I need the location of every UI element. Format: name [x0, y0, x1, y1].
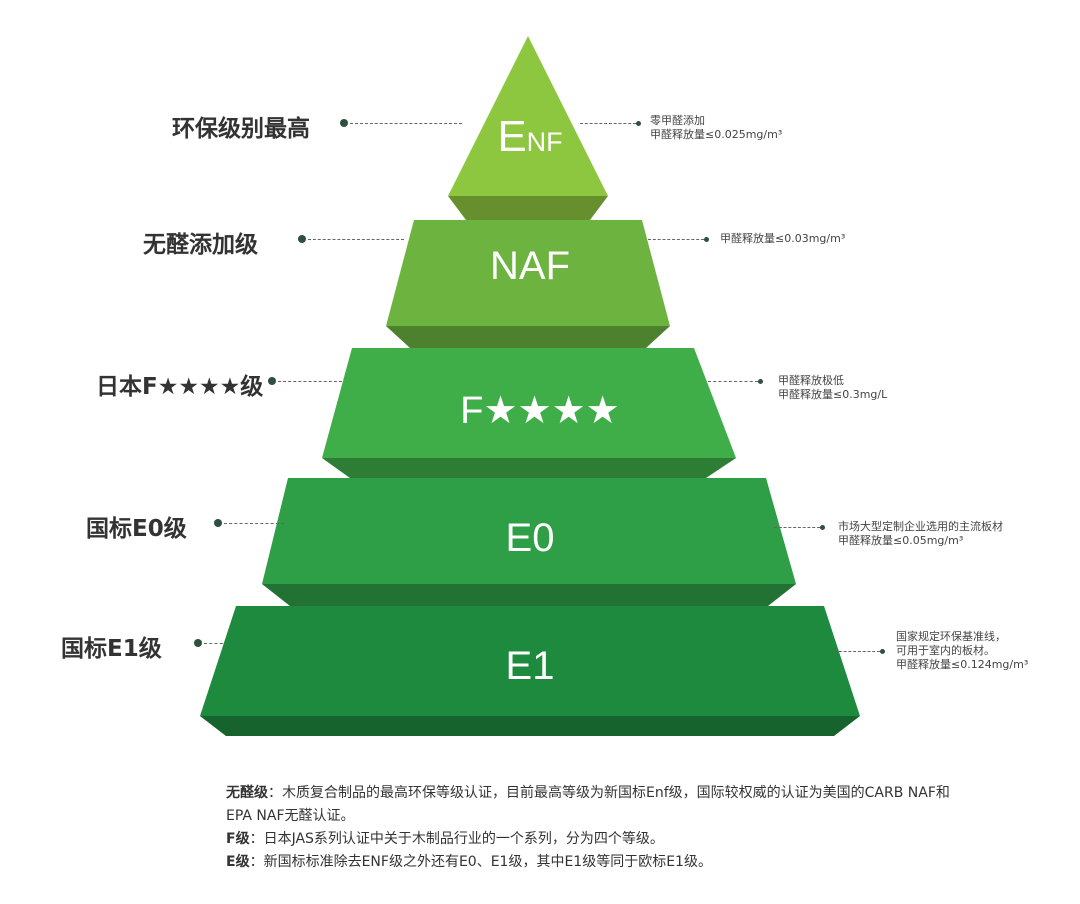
note-line: 甲醛释放量≤0.025mg/m³ [650, 128, 783, 141]
note-paragraph: 无醛级：木质复合制品的最高环保等级认证，目前最高等级为新国标Enf级，国际较权威… [226, 782, 966, 828]
left-label-e1: 国标E1级 [61, 636, 162, 662]
right-note-f4star: 甲醛释放极低 甲醛释放量≤0.3mg/L [778, 374, 887, 402]
connector-dot [704, 237, 709, 242]
connector-line [834, 651, 880, 652]
note-text: ：日本JAS系列认证中关于木制品行业的一个系列，分为四个等级。 [249, 831, 664, 847]
left-label-naf: 无醛添加级 [143, 232, 258, 258]
right-note-e0: 市场大型定制企业选用的主流板材 甲醛释放量≤0.05mg/m³ [838, 520, 1003, 548]
tier-label-f4star: F★★★★ [460, 390, 620, 432]
connector-line [224, 523, 284, 524]
connector-dot [214, 519, 222, 527]
tier-label-main: E [497, 112, 527, 161]
note-line: 市场大型定制企业选用的主流板材 [838, 520, 1003, 533]
connector-dot [636, 121, 641, 126]
connector-line [580, 123, 636, 124]
note-line: 甲醛释放量≤0.03mg/m³ [720, 232, 846, 245]
right-note-e1: 国家规定环保基准线， 可用于室内的板材。 甲醛释放量≤0.124mg/m³ [896, 630, 1028, 672]
tier-shadow-e0 [262, 584, 796, 606]
note-line: 可用于室内的板材。 [896, 644, 995, 657]
connector-line [308, 239, 404, 240]
connector-dot [194, 639, 202, 647]
connector-line [648, 239, 704, 240]
tier-label-e1: E1 [505, 644, 555, 688]
connector-line [350, 123, 462, 124]
note-term: E级 [226, 854, 250, 870]
note-paragraph: F级：日本JAS系列认证中关于木制品行业的一个系列，分为四个等级。 [226, 828, 966, 851]
note-line: 国家规定环保基准线， [896, 630, 1006, 643]
tier-shadow-e1 [200, 716, 860, 736]
right-note-naf: 甲醛释放量≤0.03mg/m³ [720, 232, 845, 246]
explanatory-notes: 无醛级：木质复合制品的最高环保等级认证，目前最高等级为新国标Enf级，国际较权威… [226, 782, 966, 874]
note-line: 甲醛释放量≤0.3mg/L [778, 388, 888, 401]
note-term: F级 [226, 831, 250, 847]
left-label-enf: 环保级别最高 [172, 116, 310, 142]
connector-dot [820, 525, 825, 530]
connector-dot [880, 649, 885, 654]
note-line: 甲醛释放量≤0.05mg/m³ [838, 534, 964, 547]
connector-dot [340, 119, 348, 127]
note-line: 零甲醛添加 [650, 114, 705, 127]
tier-label-naf: NAF [490, 244, 570, 288]
note-text: ：新国标标准除去ENF级之外还有E0、E1级，其中E1级等同于欧标E1级。 [249, 854, 712, 870]
tier-face-f4star [322, 348, 736, 458]
connector-dot [268, 377, 276, 385]
note-line: 甲醛释放量≤0.124mg/m³ [896, 658, 1029, 671]
tier-shadow-enf [448, 196, 608, 220]
tier-label-e0: E0 [505, 516, 555, 560]
connector-line [204, 643, 228, 644]
connector-dot [758, 379, 763, 384]
tier-face-enf [448, 36, 608, 196]
note-text: ：木质复合制品的最高环保等级认证，目前最高等级为新国标Enf级，国际较权威的认证… [226, 785, 950, 824]
tier-shadow-f4star [322, 458, 736, 478]
tier-label-sub: NF [526, 127, 563, 157]
left-label-f4star: 日本F★★★★级 [96, 374, 264, 400]
connector-dot [298, 235, 306, 243]
connector-line [774, 527, 820, 528]
tier-shadow-naf [386, 326, 670, 348]
tier-face-e1 [200, 606, 860, 716]
right-note-enf: 零甲醛添加 甲醛释放量≤0.025mg/m³ [650, 114, 782, 142]
connector-line [278, 381, 342, 382]
note-term: 无醛级 [226, 785, 268, 801]
tier-face-e0 [262, 478, 796, 584]
connector-line [708, 381, 758, 382]
left-label-e0: 国标E0级 [86, 516, 187, 542]
tier-label-enf: ENF [470, 112, 590, 162]
note-line: 甲醛释放极低 [778, 374, 844, 387]
tier-face-naf [386, 220, 670, 326]
note-paragraph: E级：新国标标准除去ENF级之外还有E0、E1级，其中E1级等同于欧标E1级。 [226, 851, 966, 874]
